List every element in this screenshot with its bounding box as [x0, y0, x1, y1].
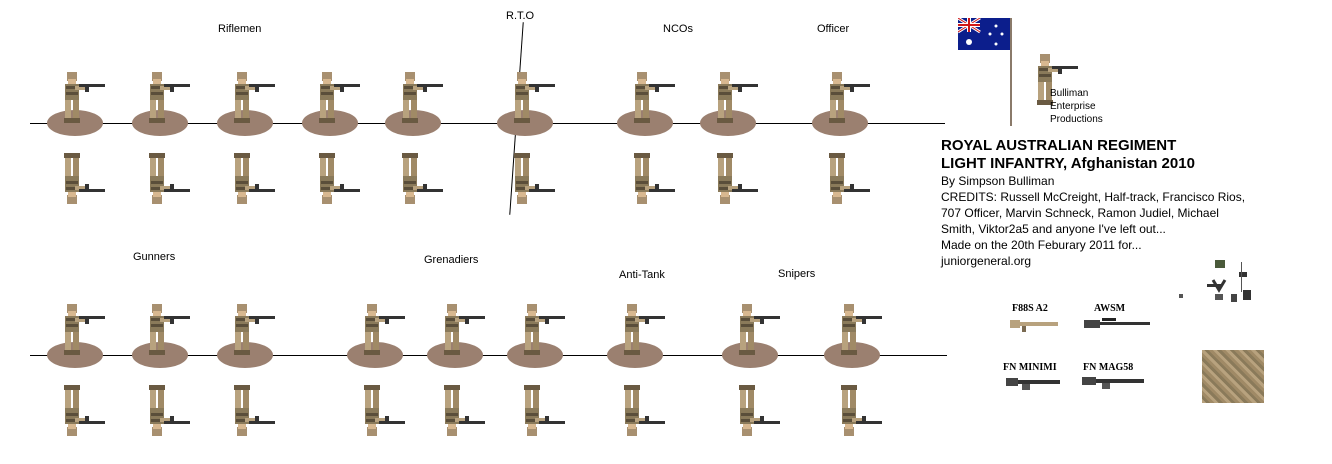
label-officer: Officer [817, 23, 850, 35]
awsm-rifle-icon [1082, 316, 1152, 332]
grenadier-figure [425, 274, 485, 464]
rifleman-figure [130, 42, 190, 232]
weapon-label-awsm: AWSM [1094, 303, 1126, 314]
minimi-gun-icon [1004, 375, 1062, 391]
label-riflemen: Riflemen [218, 23, 262, 35]
gunner-figure [45, 274, 105, 464]
label-gunners: Gunners [133, 251, 176, 263]
label-snipers: Snipers [778, 268, 816, 280]
f88s-rifle-icon [1008, 318, 1062, 332]
weapon-label-f88s: F88S A2 [1012, 303, 1048, 314]
gunner-figure [215, 274, 275, 464]
label-anti-tank: Anti-Tank [619, 269, 665, 281]
officer-figure [810, 42, 870, 232]
nco-figure [615, 42, 675, 232]
sniper-figure [822, 274, 882, 464]
equipment-items [1175, 258, 1265, 308]
credits-line4: Made on the 20th Feburary 2011 for... [941, 238, 1142, 252]
rto-figure [495, 42, 555, 232]
rifleman-figure [300, 42, 360, 232]
label-ncos: NCOs [663, 23, 693, 35]
weapon-label-mag58: FN MAG58 [1083, 362, 1134, 373]
credits-line2: 707 Officer, Marvin Schneck, Ramon Judie… [941, 206, 1219, 220]
sheet-title-line1: ROYAL AUSTRALIAN REGIMENT [941, 137, 1177, 154]
grenadier-figure [345, 274, 405, 464]
logo-line1: Bulliman [1050, 88, 1089, 99]
weapon-label-minimi: FN MINIMI [1003, 362, 1057, 373]
label-rto: R.T.O [506, 10, 535, 22]
rifleman-figure [383, 42, 443, 232]
grenadier-figure [505, 274, 565, 464]
logo-line3: Productions [1050, 114, 1103, 125]
credits-line5: juniorgeneral.org [941, 254, 1032, 268]
byline: By Simpson Bulliman [941, 174, 1055, 188]
mag58-gun-icon [1080, 373, 1146, 391]
sheet-title-line2: LIGHT INFANTRY, Afghanistan 2010 [941, 155, 1195, 172]
rifleman-figure [45, 42, 105, 232]
australian-flag-logo [957, 16, 1018, 128]
nco-figure [698, 42, 758, 232]
credits-line3: Smith, Viktor2a5 and anyone I've left ou… [941, 222, 1166, 236]
camo-pattern-swatch [1202, 350, 1264, 403]
label-grenadiers: Grenadiers [424, 254, 479, 266]
credits-line1: CREDITS: Russell McCreight, Half-track, … [941, 190, 1246, 204]
anti-tank-figure [605, 274, 665, 464]
logo-line2: Enterprise [1050, 101, 1096, 112]
row1-baseline [30, 123, 945, 124]
rifleman-figure [215, 42, 275, 232]
sniper-figure [720, 274, 780, 464]
gunner-figure [130, 274, 190, 464]
row2-baseline [30, 355, 947, 356]
